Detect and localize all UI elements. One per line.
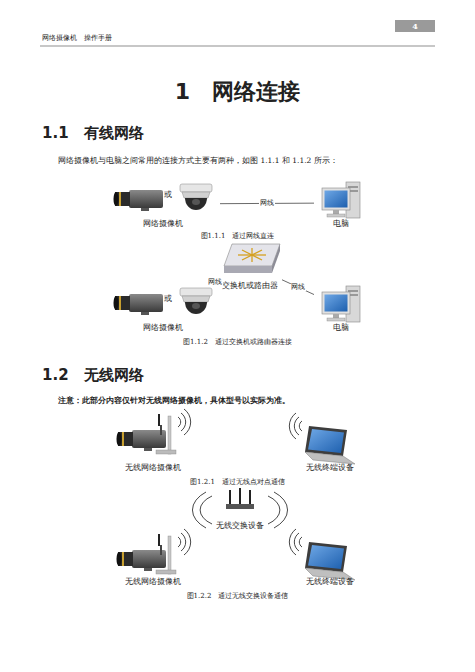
device-label: 电脑 (314, 323, 368, 332)
network-cable (282, 280, 314, 295)
device-label: 无线网络摄像机 (108, 577, 198, 586)
switch-router: 交换机或路由器 (218, 240, 282, 290)
wireless-camera: 无线网络摄像机 (108, 530, 198, 586)
device-label: 电脑 (314, 219, 368, 228)
edge-label: 网线 (290, 284, 306, 291)
figure-caption: 图1.2.1 通过无线点对点通信 (100, 478, 375, 487)
device-label: 无线交换设备 (205, 521, 275, 530)
computer: 电脑 (314, 282, 368, 332)
wireless-terminal: 无线终端设备 (290, 532, 370, 586)
figure-caption: 图1.2.2 通过无线交换设备通信 (100, 592, 375, 601)
edge-label: 网线 (259, 200, 275, 207)
device-label: 无线终端设备 (290, 463, 370, 472)
figure-caption: 图1.1.1 通过网线直连 (100, 232, 375, 241)
note-text: 注意：此部分内容仅针对无线网络摄像机，具体型号以实际为准。 (58, 396, 290, 405)
device-label: 无线终端设备 (290, 577, 370, 586)
running-header: 网络摄像机 操作手册 (42, 34, 112, 43)
or-text: 或 (164, 294, 172, 303)
figure-caption: 图1.1.2 通过交换机或路由器连接 (100, 338, 375, 347)
section-heading: 1.1 有线网络 (42, 124, 144, 143)
camera-group: 网络摄像机 (106, 180, 220, 228)
section-heading: 1.2 无线网络 (42, 366, 144, 385)
camera-group: 网络摄像机 (106, 284, 220, 332)
page-number: 4 (395, 21, 435, 31)
wireless-terminal: 无线终端设备 (290, 412, 370, 472)
or-text: 或 (164, 190, 172, 199)
device-label: 交换机或路由器 (218, 281, 282, 290)
device-label: 无线网络摄像机 (108, 463, 198, 472)
edge-label: 网线 (207, 279, 223, 286)
page-title: 1 网络连接 (0, 78, 475, 106)
computer: 电脑 (314, 178, 368, 228)
body-text: 网络摄像机与电脑之间常用的连接方式主要有两种，如图 1.1.1 和 1.1.2 … (58, 156, 338, 165)
wireless-switch: 无线交换设备 (205, 490, 275, 530)
device-label: 网络摄像机 (106, 323, 220, 332)
wireless-camera: 无线网络摄像机 (108, 410, 198, 472)
device-label: 网络摄像机 (106, 219, 220, 228)
